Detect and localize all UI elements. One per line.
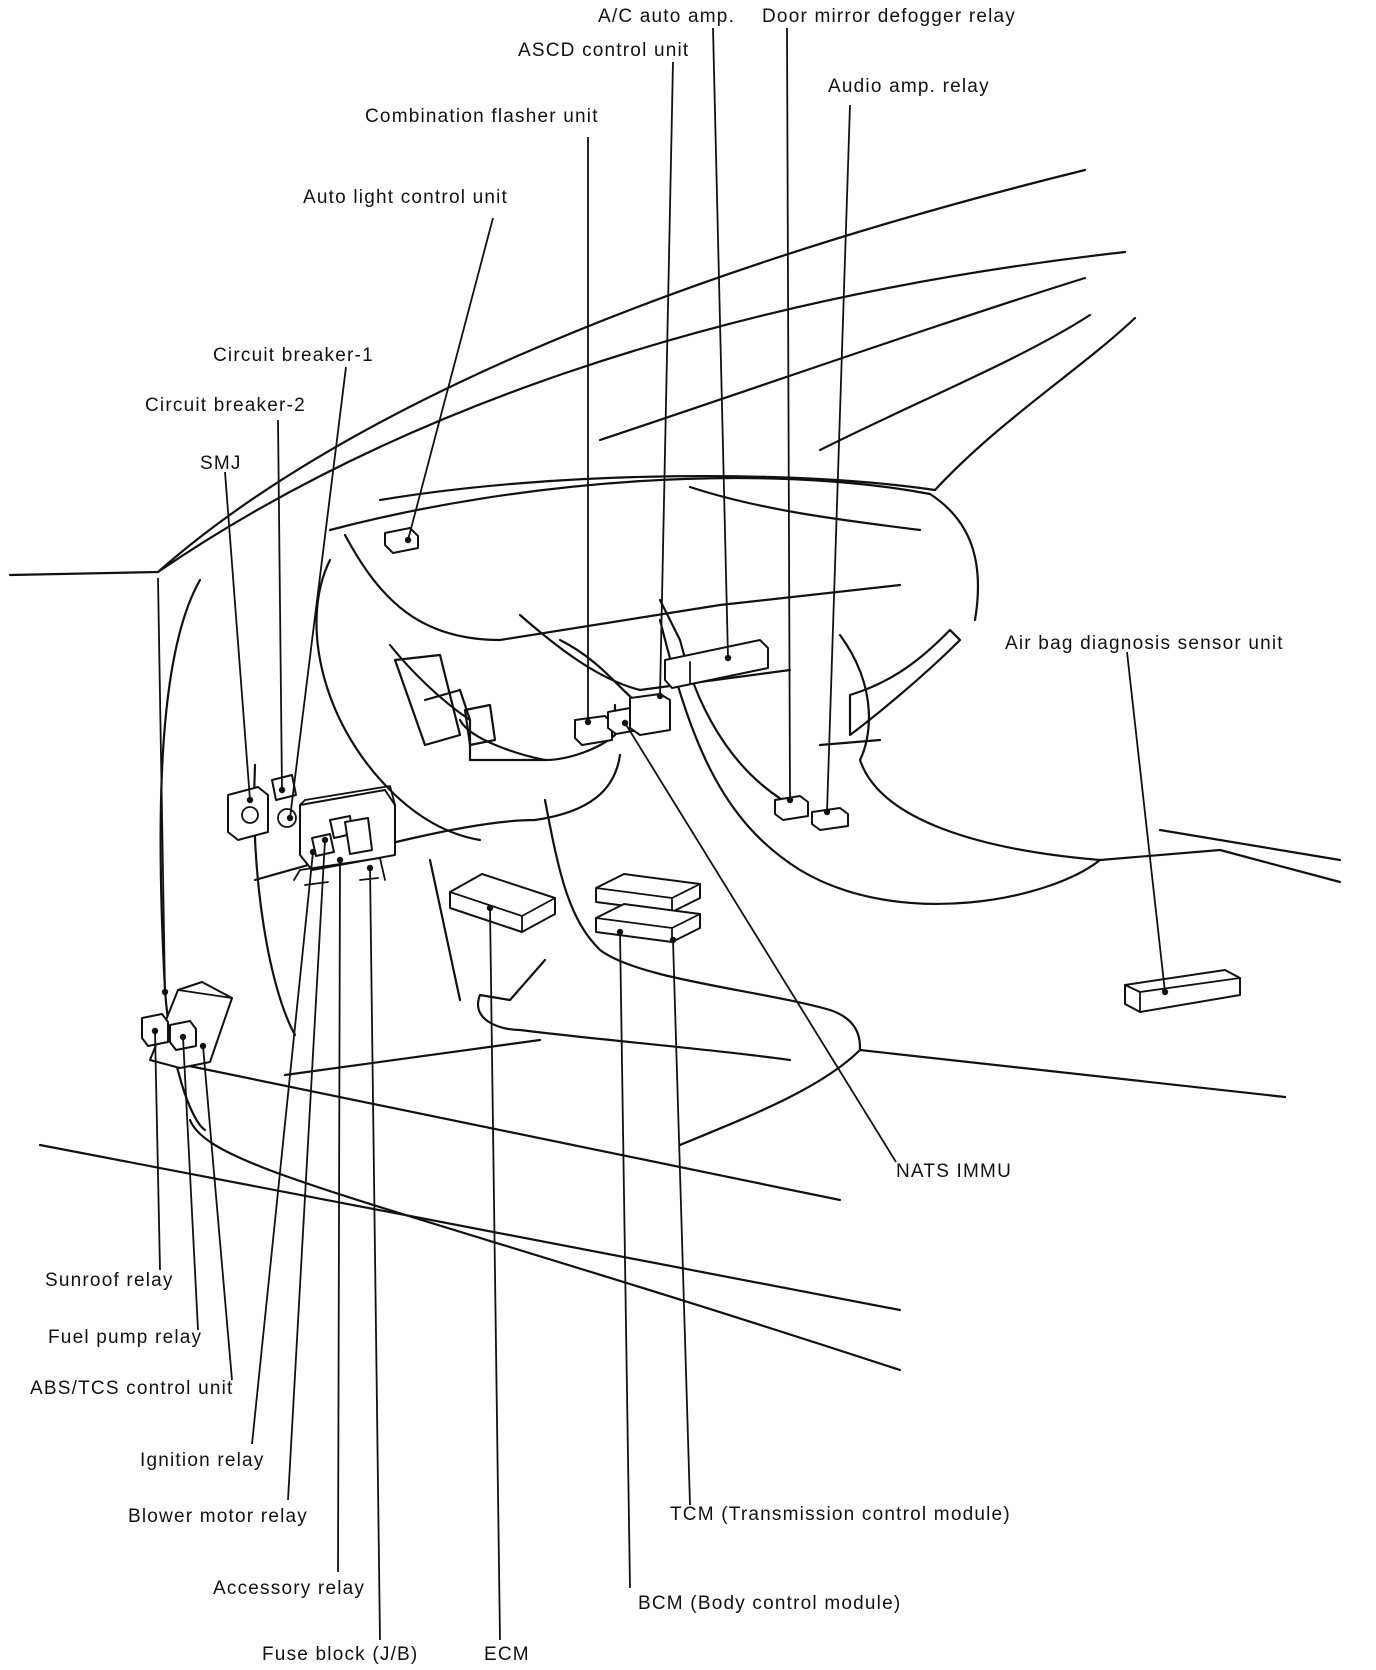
label-fuel-pump-relay: Fuel pump relay — [48, 1327, 202, 1348]
label-air-bag-diagnosis-sensor-unit: Air bag diagnosis sensor unit — [1005, 633, 1284, 654]
label-auto-light-control-unit: Auto light control unit — [303, 187, 508, 208]
label-combination-flasher-unit: Combination flasher unit — [365, 106, 599, 127]
label-ac-auto-amp: A/C auto amp. — [598, 6, 735, 27]
label-ignition-relay: Ignition relay — [140, 1450, 265, 1471]
label-tcm: TCM (Transmission control module) — [670, 1504, 1011, 1525]
labels: A/C auto amp. Door mirror defogger relay… — [30, 6, 1284, 1665]
label-nats-immu: NATS IMMU — [896, 1161, 1012, 1182]
label-sunroof-relay: Sunroof relay — [45, 1270, 174, 1291]
label-fuse-block: Fuse block (J/B) — [262, 1644, 418, 1665]
label-bcm: BCM (Body control module) — [638, 1593, 901, 1614]
label-circuit-breaker-2: Circuit breaker-2 — [145, 395, 306, 416]
label-accessory-relay: Accessory relay — [213, 1578, 365, 1599]
label-ascd-control-unit: ASCD control unit — [518, 40, 689, 61]
label-blower-motor-relay: Blower motor relay — [128, 1506, 308, 1527]
label-door-mirror-defogger-relay: Door mirror defogger relay — [762, 6, 1016, 27]
label-circuit-breaker-1: Circuit breaker-1 — [213, 345, 374, 366]
vehicle-body-outline — [8, 168, 1342, 1372]
leader-lines — [154, 27, 1166, 1641]
label-ecm: ECM — [484, 1644, 530, 1665]
label-audio-amp-relay: Audio amp. relay — [828, 76, 990, 97]
leader-dots — [151, 536, 1169, 1050]
label-abs-tcs-control-unit: ABS/TCS control unit — [30, 1378, 234, 1399]
label-smj: SMJ — [200, 453, 242, 474]
